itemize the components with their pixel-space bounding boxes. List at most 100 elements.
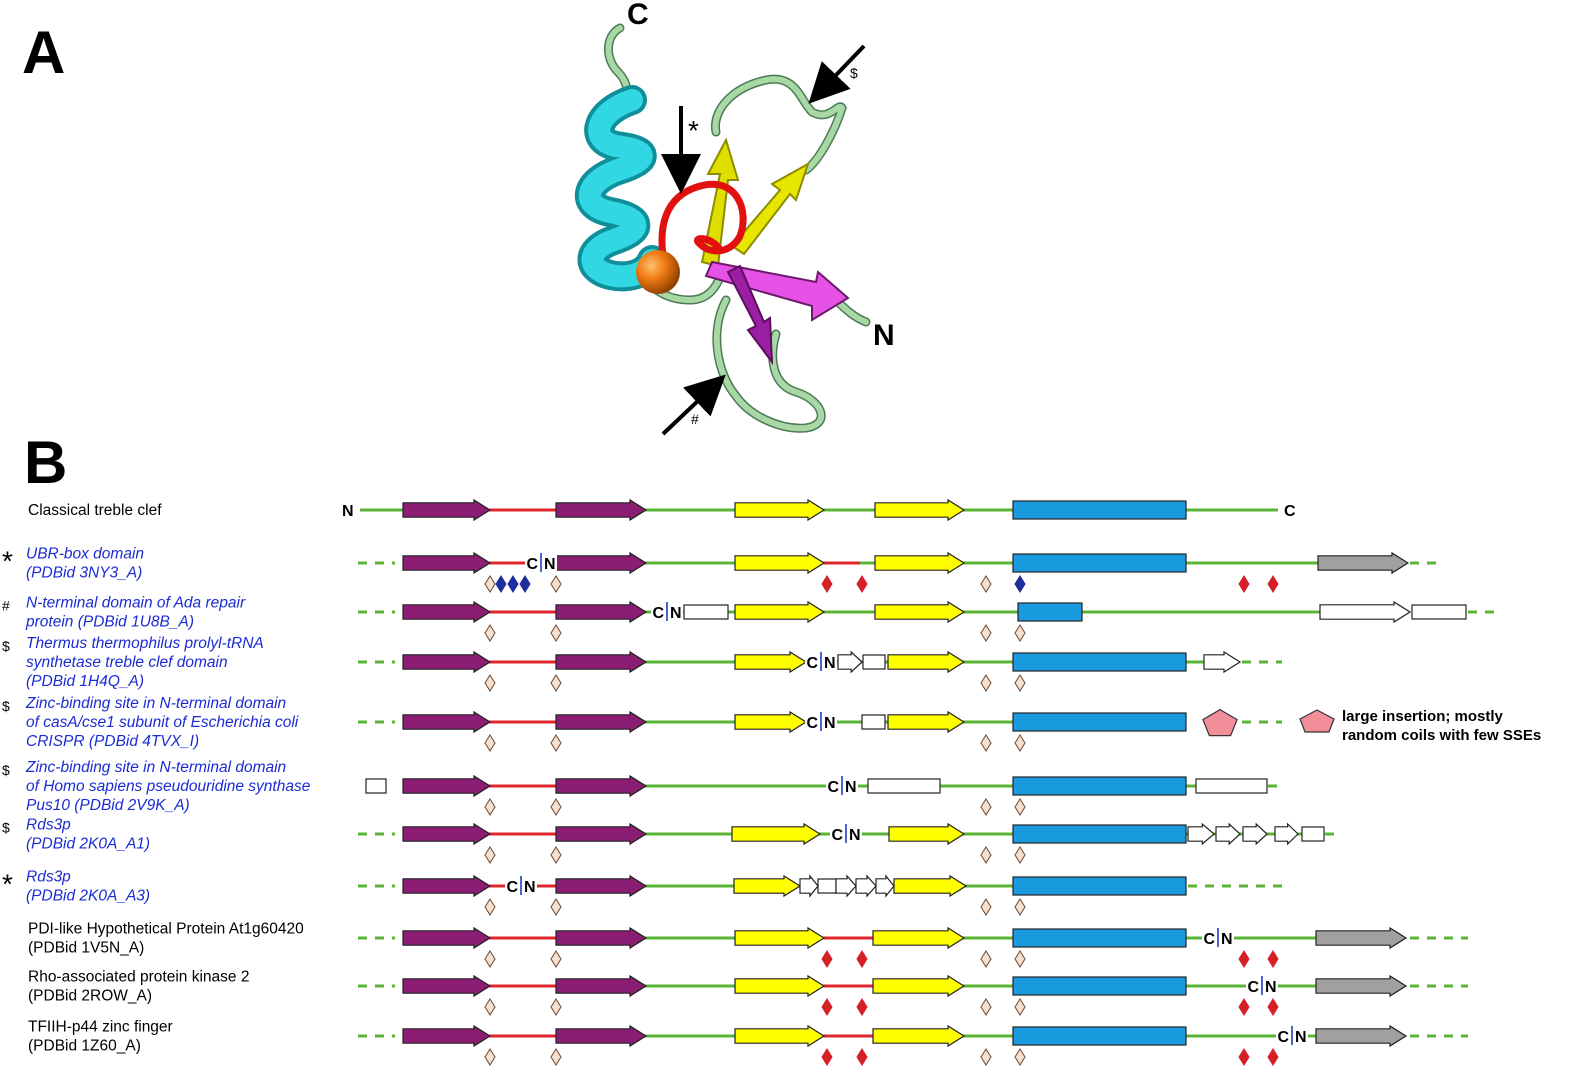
white-strand bbox=[837, 650, 863, 674]
insertion-legend-pentagon bbox=[1299, 709, 1335, 733]
open-diamond bbox=[484, 898, 496, 916]
purple-strand bbox=[555, 822, 648, 846]
legend-note-line-2: random coils with few SSEs bbox=[1342, 727, 1541, 744]
topology-row: Zinc-binding site in N-terminal domainof… bbox=[2, 695, 1282, 752]
blue-helix bbox=[1017, 602, 1083, 622]
purple-strand bbox=[555, 874, 648, 898]
open-diamond bbox=[980, 846, 992, 864]
purple-strand bbox=[402, 974, 492, 998]
row-n-terminus: N bbox=[342, 503, 354, 520]
cn-n-letter: N bbox=[1295, 1029, 1307, 1046]
cn-n-letter: N bbox=[670, 605, 682, 622]
topology-row: Rho-associated protein kinase 2(PDBid 2R… bbox=[28, 969, 1468, 1016]
yellow-strand bbox=[888, 822, 966, 846]
cn-n-letter: N bbox=[849, 827, 861, 844]
open-diamond bbox=[1014, 846, 1026, 864]
red-diamond bbox=[1267, 950, 1279, 968]
purple-strand bbox=[402, 650, 492, 674]
purple-strand bbox=[402, 551, 492, 575]
cn-c-letter: C bbox=[1247, 979, 1259, 996]
row-label-line: TFIIH-p44 zinc finger bbox=[28, 1019, 173, 1036]
white-helix bbox=[365, 778, 387, 794]
red-diamond bbox=[1238, 1048, 1250, 1066]
yellow-strand bbox=[733, 874, 802, 898]
zinc-knuckle-loop bbox=[658, 180, 747, 266]
white-strand bbox=[1187, 822, 1215, 846]
cn-c-letter: C bbox=[1277, 1029, 1289, 1046]
cn-n-letter: N bbox=[824, 715, 836, 732]
insertion-legend: large insertion; mostly random coils wit… bbox=[1299, 708, 1541, 744]
open-diamond bbox=[980, 998, 992, 1016]
yellow-strand bbox=[734, 926, 826, 950]
blue-diamond bbox=[519, 575, 531, 593]
open-diamond bbox=[484, 846, 496, 864]
red-diamond bbox=[821, 950, 833, 968]
hash-arrow bbox=[661, 374, 726, 436]
blue-helix bbox=[1012, 976, 1187, 996]
hash-arrow-mark: # bbox=[691, 411, 699, 427]
yellow-strand bbox=[734, 600, 826, 624]
row-label-line: N-terminal domain of Ada repair bbox=[26, 595, 246, 612]
open-diamond bbox=[1014, 898, 1026, 916]
alpha-helix bbox=[575, 85, 667, 292]
cn-c-letter: C bbox=[526, 556, 538, 573]
yellow-strand bbox=[734, 710, 808, 734]
row-label-line: synthetase treble clef domain bbox=[26, 654, 228, 671]
yellow-strand bbox=[731, 822, 822, 846]
open-diamond bbox=[1014, 798, 1026, 816]
red-diamond bbox=[821, 575, 833, 593]
open-diamond bbox=[550, 846, 562, 864]
purple-strand bbox=[402, 774, 492, 798]
cn-n-letter: N bbox=[1221, 931, 1233, 948]
row-label-line: Rds3p bbox=[26, 817, 71, 834]
blue-helix bbox=[1012, 652, 1187, 672]
white-helix bbox=[1411, 604, 1467, 620]
white-strand bbox=[1242, 822, 1268, 846]
row-label-line: of Homo sapiens pseudouridine synthase bbox=[26, 778, 311, 795]
row-c-terminus: C bbox=[1284, 503, 1296, 520]
yellow-strand bbox=[734, 650, 808, 674]
white-helix bbox=[1195, 778, 1268, 794]
open-diamond bbox=[484, 575, 496, 593]
row-label-line: Zinc-binding site in N-terminal domain bbox=[25, 695, 286, 712]
purple-strand bbox=[555, 710, 648, 734]
blue-helix bbox=[1012, 824, 1187, 844]
yellow-strand bbox=[734, 974, 826, 998]
purple-strand bbox=[402, 1024, 492, 1048]
purple-strand bbox=[402, 874, 492, 898]
protein-ribbon-structure bbox=[575, 23, 871, 433]
purple-strand bbox=[402, 710, 492, 734]
cn-n-letter: N bbox=[524, 879, 536, 896]
open-diamond bbox=[550, 950, 562, 968]
yellow-strand bbox=[734, 551, 826, 575]
panel-a-label: A bbox=[22, 19, 65, 86]
purple-strand bbox=[555, 926, 648, 950]
open-diamond bbox=[980, 950, 992, 968]
purple-strand bbox=[555, 600, 648, 624]
white-strand bbox=[799, 874, 819, 898]
yellow-strand bbox=[887, 650, 966, 674]
purple-strand bbox=[555, 498, 648, 522]
gray-strand bbox=[1317, 551, 1410, 575]
blue-helix bbox=[1012, 876, 1187, 896]
yellow-strand bbox=[893, 874, 968, 898]
open-diamond bbox=[484, 624, 496, 642]
red-diamond bbox=[856, 1048, 868, 1066]
yellow-beta-strands bbox=[700, 137, 810, 268]
gray-strand bbox=[1315, 1024, 1408, 1048]
purple-strand bbox=[555, 774, 648, 798]
star-arrow-mark: * bbox=[688, 115, 699, 146]
white-helix bbox=[867, 778, 941, 794]
white-strand bbox=[855, 874, 877, 898]
white-helix bbox=[861, 714, 886, 730]
open-diamond bbox=[484, 734, 496, 752]
dollar-arrow bbox=[808, 44, 866, 104]
open-diamond bbox=[980, 734, 992, 752]
red-diamond bbox=[1267, 998, 1279, 1016]
blue-diamond bbox=[507, 575, 519, 593]
gray-strand bbox=[1315, 974, 1408, 998]
